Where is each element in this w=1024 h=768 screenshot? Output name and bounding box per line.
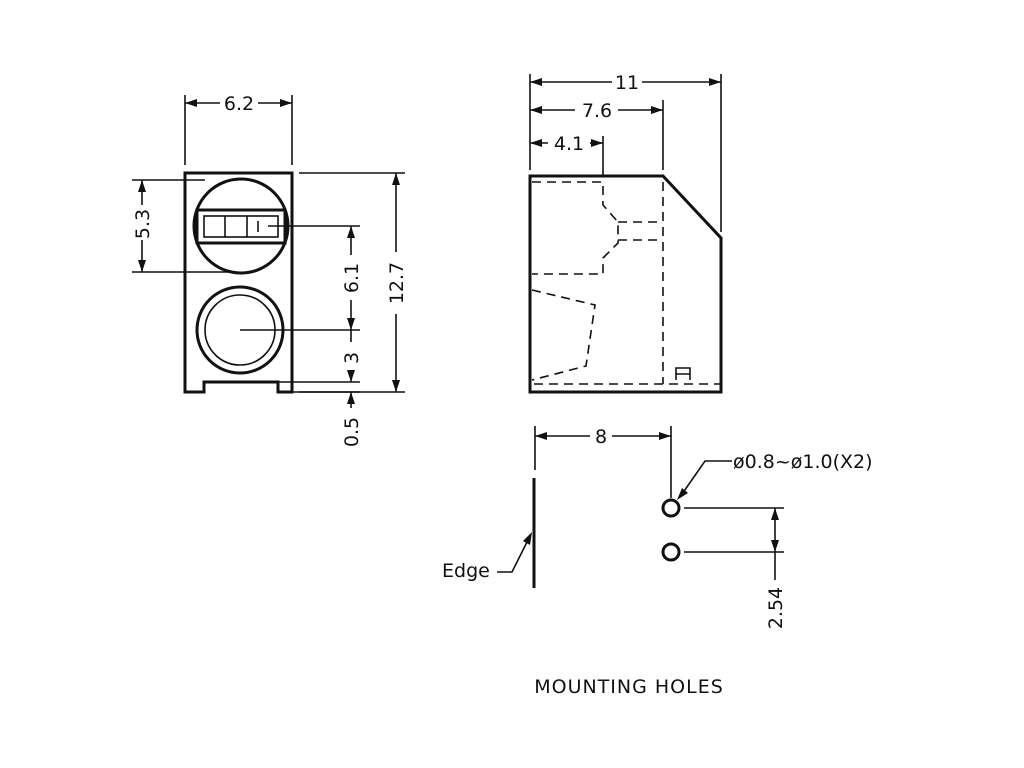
front-view: 6.2 5.3 6.1 3 0.5 12.7 bbox=[132, 93, 408, 447]
overall-depth-label: 11 bbox=[615, 72, 639, 94]
base-label: 0.5 bbox=[341, 417, 363, 447]
mounting-hole-bottom bbox=[661, 542, 681, 562]
width-label: 6.2 bbox=[224, 93, 254, 115]
lens-spacing-label: 6.1 bbox=[341, 263, 363, 293]
mounting-holes-view: 8 Edge ø0.8~ø1.0(X2) 2.54 MOUNTING HOLES bbox=[442, 426, 873, 698]
height-label: 12.7 bbox=[386, 262, 408, 304]
upper-lens-arrow-top bbox=[138, 180, 146, 192]
edge-leader-arrow bbox=[523, 532, 532, 545]
edge-distance-arrow-right bbox=[659, 432, 671, 440]
upper-lens-arrow-bottom bbox=[138, 260, 146, 272]
hidden-lens-cavity bbox=[531, 289, 596, 381]
emitter-depth-label: 4.1 bbox=[554, 133, 584, 155]
height-arrow-top bbox=[392, 173, 400, 185]
side-view: 11 7.6 4.1 bbox=[528, 72, 723, 394]
width-arrow-left bbox=[185, 99, 197, 107]
hidden-emitter-cavity bbox=[532, 181, 619, 275]
side-housing-outline bbox=[528, 174, 723, 394]
polarity-mark bbox=[675, 367, 691, 380]
body-depth-arrow-right bbox=[651, 106, 663, 114]
lower-lens-label: 3 bbox=[341, 352, 363, 364]
front-housing-outline bbox=[183, 171, 294, 394]
edge-leader-line bbox=[497, 535, 531, 573]
lens-spacing-arrow-bottom bbox=[347, 318, 355, 330]
overall-depth-arrow-right bbox=[709, 78, 721, 86]
edge-label: Edge bbox=[442, 560, 490, 582]
mounting-hole-top bbox=[661, 498, 681, 518]
pitch-arrow-top bbox=[771, 508, 779, 520]
pitch-label: 2.54 bbox=[765, 587, 787, 629]
height-arrow-bottom bbox=[392, 380, 400, 392]
hole-spec-leader-arrow bbox=[677, 488, 688, 500]
body-depth-arrow-left bbox=[530, 106, 542, 114]
width-arrow-right bbox=[280, 99, 292, 107]
pitch-arrow-bottom bbox=[771, 540, 779, 552]
hole-spec-label: ø0.8~ø1.0(X2) bbox=[733, 451, 873, 473]
lower-lens-arrow-bottom bbox=[347, 370, 355, 382]
lens-spacing-arrow-top bbox=[347, 226, 355, 238]
hole-spec-leader-line bbox=[679, 460, 732, 498]
mounting-holes-caption: MOUNTING HOLES bbox=[534, 676, 724, 698]
edge-distance-arrow-left bbox=[535, 432, 547, 440]
emitter-depth-arrow-right bbox=[591, 139, 603, 147]
emitter-window-inner bbox=[203, 215, 279, 238]
base-arrow bbox=[347, 392, 355, 404]
body-depth-label: 7.6 bbox=[582, 100, 612, 122]
emitter-depth-arrow-left bbox=[530, 139, 542, 147]
overall-depth-arrow-left bbox=[530, 78, 542, 86]
edge-distance-label: 8 bbox=[595, 426, 607, 448]
upper-lens-label: 5.3 bbox=[132, 209, 154, 239]
